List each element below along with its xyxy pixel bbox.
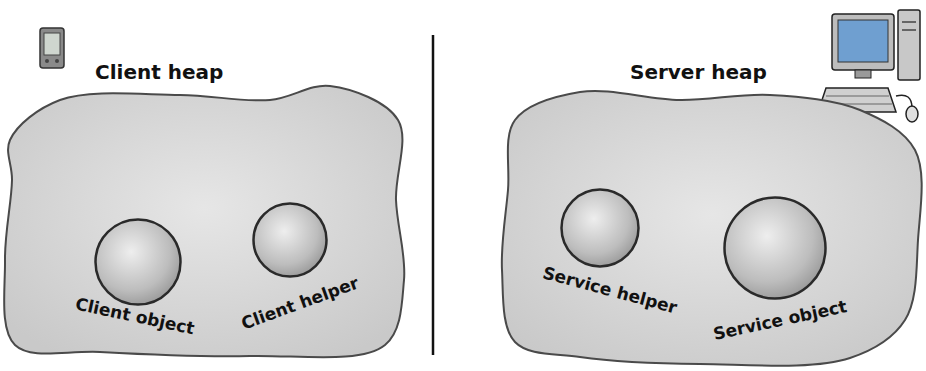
circle-outline [94,218,182,306]
heap-region: Client heapClient object Client helper [0,0,430,371]
object-circle [96,220,181,305]
heap-object: Service object [723,196,827,300]
heap-heading: Server heap [630,60,767,84]
divider-line [432,35,435,355]
pda-icon [40,28,64,68]
blob-shape [4,86,404,358]
heap-object: Client object [94,218,182,306]
heap-region: Server heapService helper Service object [440,0,926,371]
circle-outline [252,202,328,278]
heap-heading: Client heap [95,60,223,84]
blob-shape [502,91,922,366]
circle-outline [723,196,827,300]
circle-outline [560,188,640,268]
heap-object: Service helper [560,188,640,268]
object-circle [254,204,327,277]
blob-outline [0,0,430,371]
object-circle [562,190,639,267]
blob-outline [440,0,926,371]
object-circle [725,198,826,299]
heap-object: Client helper [252,202,328,278]
